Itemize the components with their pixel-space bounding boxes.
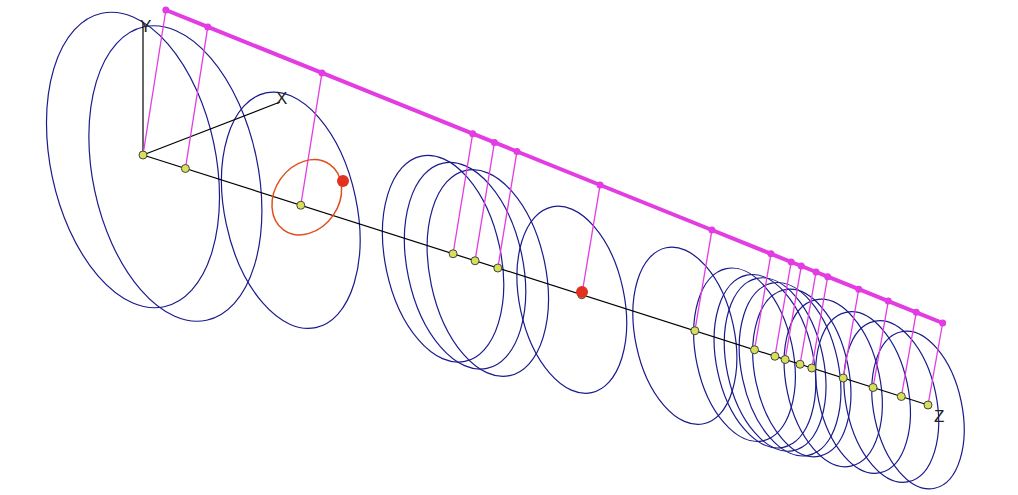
section-circle (858, 323, 977, 495)
station-dot (808, 364, 816, 372)
curve-dot (597, 181, 604, 188)
deflection-line (695, 230, 712, 331)
section-circle (770, 290, 897, 476)
z-axis (143, 155, 928, 405)
station-dot (139, 151, 147, 159)
load-point (576, 286, 588, 298)
section-circle (201, 79, 380, 341)
section-circle (618, 237, 752, 434)
section-circle (387, 151, 544, 380)
curve-dot (469, 130, 476, 137)
section-circle (679, 259, 810, 451)
curve-dot (939, 320, 946, 327)
curve-dot (513, 148, 520, 155)
curve-dot (491, 139, 498, 146)
deflection-line (812, 277, 828, 368)
curve-dot (913, 309, 920, 316)
curve-dot (798, 263, 805, 270)
section-circle (21, 0, 245, 324)
station-dot (691, 327, 699, 335)
station-dot (869, 384, 877, 392)
station-dot (839, 374, 847, 382)
section-circle (64, 10, 288, 338)
x-axis (143, 102, 280, 155)
axis-label: X (276, 90, 287, 107)
curve-dot (318, 69, 325, 76)
curve-dot (885, 298, 892, 305)
deflection-line (453, 134, 473, 254)
load-point (337, 175, 349, 187)
section-circle (802, 303, 924, 482)
deflection-line (755, 254, 771, 350)
curve-dot (708, 227, 715, 234)
station-dot (449, 250, 457, 258)
section-circle (410, 158, 567, 387)
y-axis (142, 22, 143, 155)
deflection-line (928, 323, 943, 405)
deflection-line (843, 289, 859, 378)
station-dot (751, 346, 759, 354)
curve-dot (855, 286, 862, 293)
deflection-line (785, 266, 801, 359)
deflection-line (582, 185, 600, 295)
station-dot (897, 393, 905, 401)
curve-dot (788, 258, 795, 265)
station-dot (796, 360, 804, 368)
station-dot (494, 264, 502, 272)
curve-dot (767, 250, 774, 257)
deflection-line (800, 272, 816, 364)
station-dot (771, 352, 779, 360)
deflection-line (873, 301, 888, 387)
curve-dot (813, 268, 820, 275)
section-circle (699, 265, 830, 457)
section-circle (830, 312, 952, 491)
station-dot (471, 257, 479, 265)
load-ellipse (258, 146, 356, 248)
station-dot (297, 201, 305, 209)
curve-dot (162, 7, 169, 14)
curve-dot (204, 23, 211, 30)
station-dot (924, 401, 932, 409)
deflection-curve (166, 10, 943, 323)
station-dot (781, 356, 789, 364)
section-circle (501, 196, 643, 404)
deflection-line (498, 151, 517, 268)
curve-dot (824, 273, 831, 280)
section-circle (724, 273, 855, 465)
deflection-line (901, 312, 916, 396)
section-circle (738, 280, 865, 466)
deflection-line (185, 27, 207, 169)
section-circle (709, 268, 840, 460)
axis-label: Y (140, 18, 151, 35)
station-dot (181, 165, 189, 173)
deflection-line (475, 142, 494, 260)
deflection-line (301, 73, 322, 205)
axis-label: Z (934, 408, 944, 425)
